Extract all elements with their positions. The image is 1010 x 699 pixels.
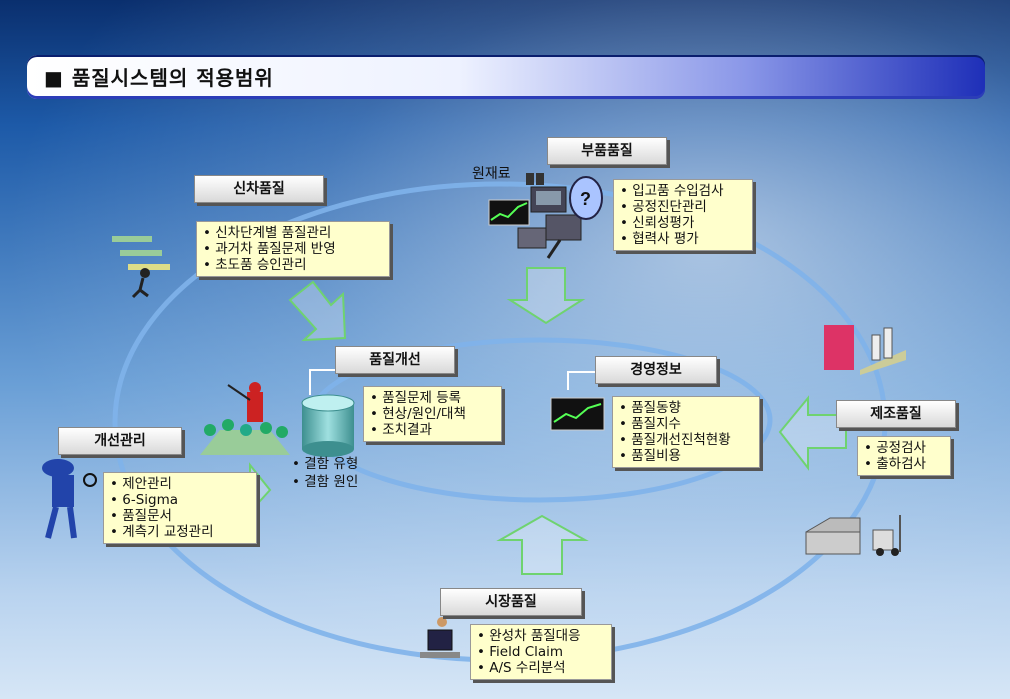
factory-icon <box>806 518 860 554</box>
arrow-down-new-car <box>290 282 345 340</box>
page-title: ■ 품질시스템의 적용범위 <box>44 62 274 91</box>
list-item: 계측기 교정관리 <box>110 524 250 540</box>
new-car-items: 신차단계별 품질관리 과거차 품질문제 반영 초도품 승인관리 <box>196 221 390 277</box>
list-item: 과거차 품질문제 반영 <box>203 241 383 257</box>
label-market-quality: 시장품질 <box>440 588 582 616</box>
inspector-icon <box>42 459 96 538</box>
list-item: 공정검사 <box>864 440 944 456</box>
list-item: 결함 유형 <box>292 455 358 473</box>
improvement-mgmt-items: 제안관리 6-Sigma 품질문서 계측기 교정관리 <box>103 472 257 544</box>
list-item: 조치결과 <box>370 422 495 438</box>
list-item: 품질문서 <box>110 508 250 524</box>
mgmt-info-items: 품질동향 품질지수 품질개선진척현황 품질비용 <box>612 396 760 468</box>
list-item: 출하검사 <box>864 456 944 472</box>
list-item: A/S 수리분석 <box>477 660 605 676</box>
list-item: 품질개선진척현황 <box>619 432 753 448</box>
svg-text:?: ? <box>580 189 591 209</box>
market-items: 완성차 품질대응 Field Claim A/S 수리분석 <box>470 624 612 680</box>
chart-grid-icon <box>551 398 604 430</box>
list-item: 제안관리 <box>110 476 250 492</box>
label-improvement-mgmt: 개선관리 <box>58 427 182 455</box>
list-item: 품질비용 <box>619 448 753 464</box>
list-item: 결함 원인 <box>292 473 358 491</box>
list-item: 품질동향 <box>619 400 753 416</box>
list-item: 입고품 수입검사 <box>620 183 746 199</box>
label-quality-improvement: 품질개선 <box>335 346 455 374</box>
list-item: 완성차 품질대응 <box>477 628 605 644</box>
list-item: 현상/원인/대책 <box>370 406 495 422</box>
label-mgmt-info: 경영정보 <box>595 356 717 384</box>
label-parts-quality: 부품품질 <box>547 137 667 165</box>
list-item: 초도품 승인관리 <box>203 257 383 273</box>
database-cylinder-icon <box>302 395 354 457</box>
question-mark-icon: ? <box>570 177 602 219</box>
list-item: 품질문제 등록 <box>370 390 495 406</box>
list-item: 신뢰성평가 <box>620 215 746 231</box>
quality-improvement-items: 품질문제 등록 현상/원인/대책 조치결과 <box>363 386 502 442</box>
manufacturing-items: 공정검사 출하검사 <box>857 436 951 476</box>
arrow-down-parts <box>510 268 582 323</box>
chart-grid-icon-parts <box>489 200 529 225</box>
staircase-worker-icon <box>112 236 170 297</box>
forklift-icon <box>873 515 900 556</box>
list-item: 품질지수 <box>619 416 753 432</box>
raw-material-label: 원재료 <box>472 163 511 183</box>
list-item: Field Claim <box>477 644 605 660</box>
presenter-icon <box>200 382 290 455</box>
list-item: 신차단계별 품질관리 <box>203 225 383 241</box>
list-item: 협력사 평가 <box>620 231 746 247</box>
list-item: 6-Sigma <box>110 492 250 508</box>
arrow-up-market <box>500 516 585 574</box>
db-items: 결함 유형 결함 원인 <box>292 455 358 491</box>
label-new-car-quality: 신차품질 <box>194 175 324 203</box>
parts-items: 입고품 수입검사 공정진단관리 신뢰성평가 협력사 평가 <box>613 179 753 251</box>
label-manufacturing-quality: 제조품질 <box>836 400 956 428</box>
list-item: 공정진단관리 <box>620 199 746 215</box>
computer-user-icon <box>420 617 460 658</box>
